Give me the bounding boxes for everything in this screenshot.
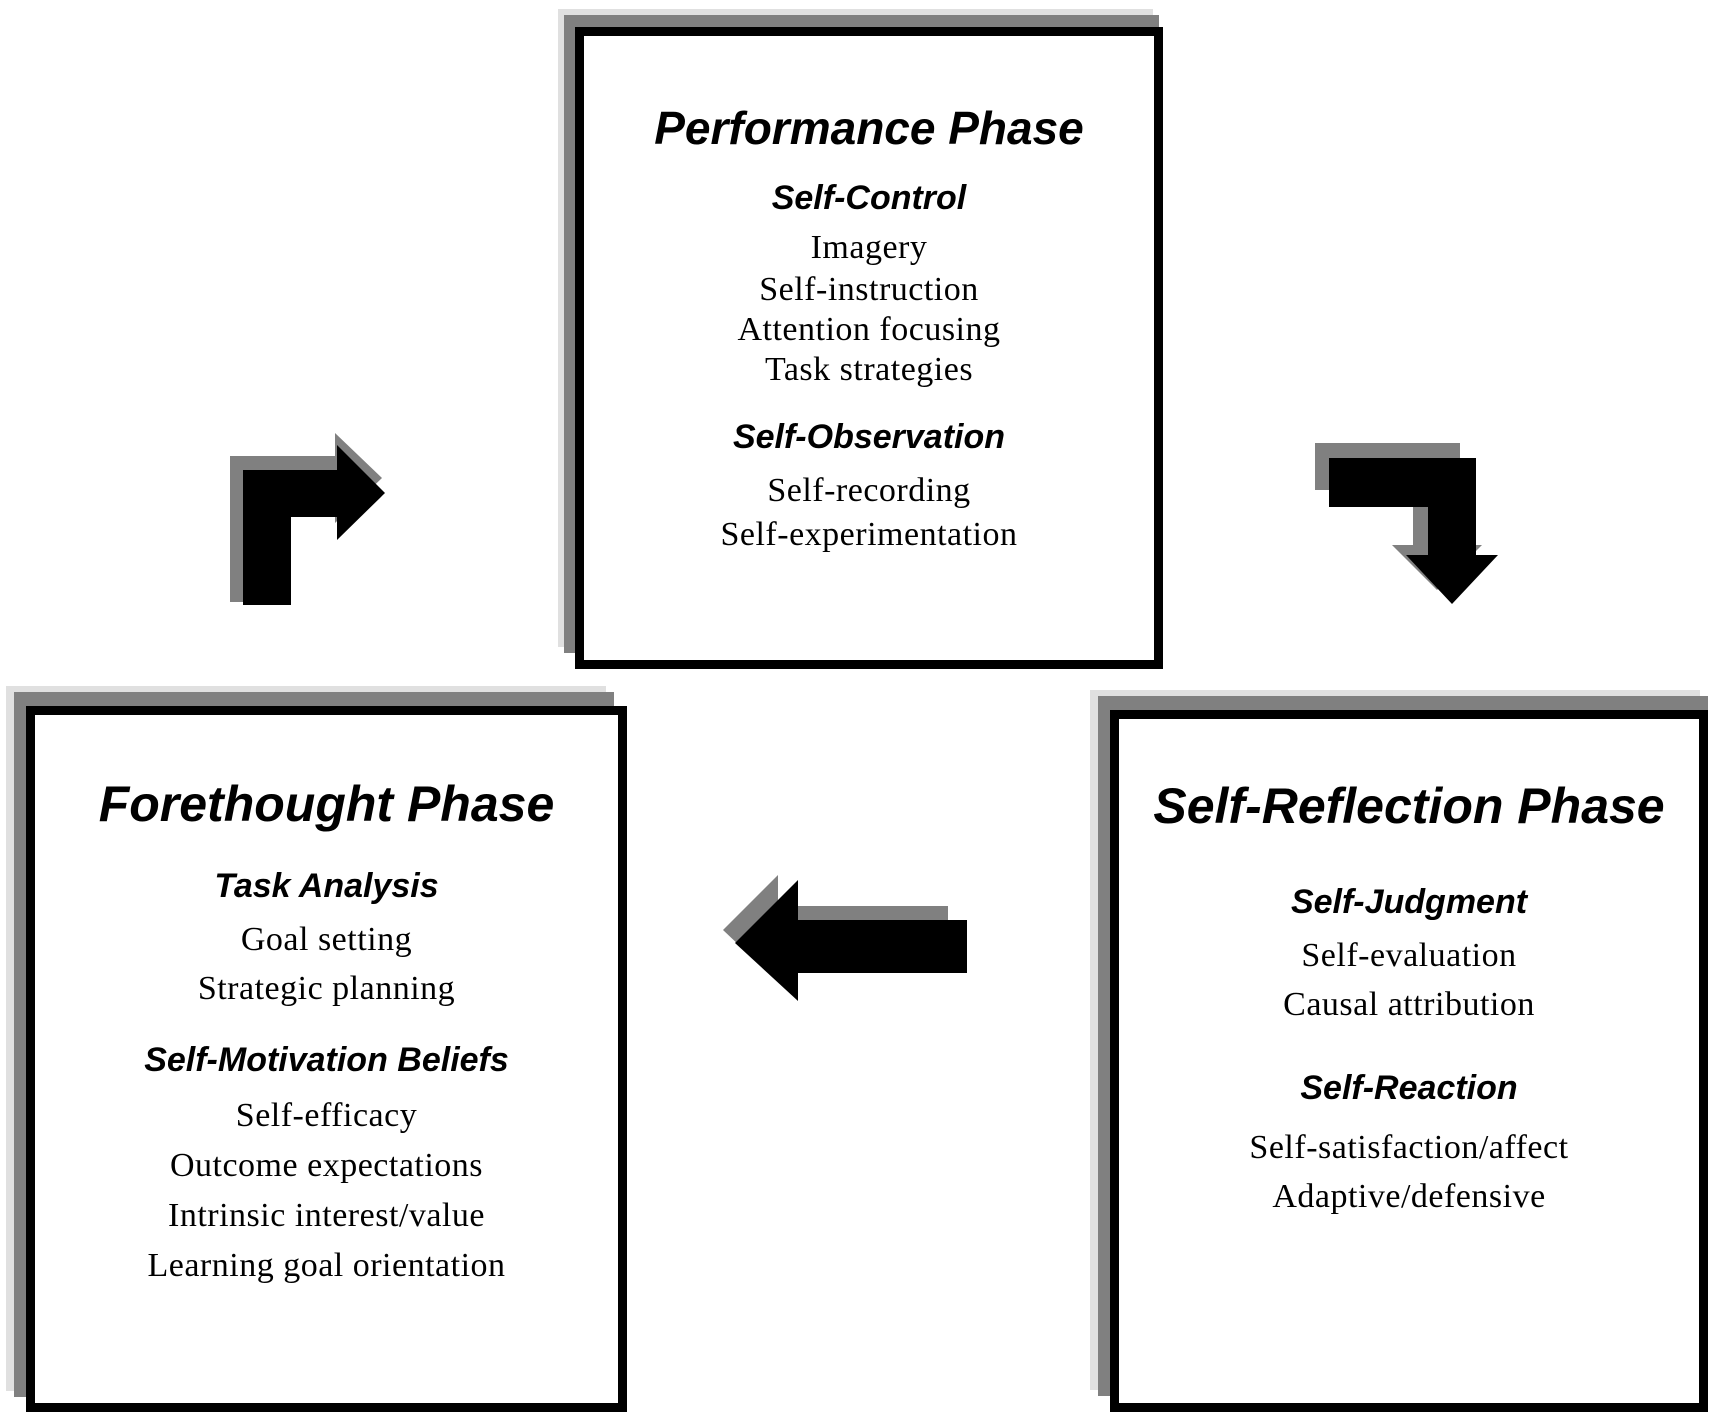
arrow-left-icon bbox=[723, 875, 967, 1001]
list-item: Self-instruction bbox=[759, 271, 979, 308]
reflection-title: Self-Reflection Phase bbox=[1153, 778, 1665, 834]
forethought-section-task-analysis: Task Analysis Goal setting Strategic pla… bbox=[35, 867, 618, 1011]
list-item: Strategic planning bbox=[197, 970, 456, 1007]
arrow-left-body bbox=[735, 880, 967, 1001]
list-item: Intrinsic interest/value bbox=[168, 1197, 485, 1234]
list-item: Self-evaluation bbox=[1301, 937, 1517, 974]
self-motivation-heading: Self-Motivation Beliefs bbox=[144, 1041, 509, 1079]
list-item: Causal attribution bbox=[1283, 986, 1535, 1023]
arrow-up-right-body bbox=[243, 445, 385, 605]
list-item: Imagery bbox=[810, 229, 928, 266]
performance-phase: Performance Phase Self-Control Imagery S… bbox=[558, 9, 1163, 669]
arrow-right-down-body bbox=[1329, 458, 1498, 604]
forethought-phase: Forethought Phase Task Analysis Goal set… bbox=[6, 686, 627, 1412]
forethought-section-self-motivation: Self-Motivation Beliefs Self-efficacy Ou… bbox=[35, 1041, 618, 1288]
performance-section-self-observation: Self-Observation Self-recording Self-exp… bbox=[584, 418, 1154, 557]
reflection-box: Self-Reflection Phase Self-Judgment Self… bbox=[1110, 710, 1708, 1412]
arrow-up-right-icon bbox=[230, 433, 385, 605]
performance-section-self-control: Self-Control Imagery Self-instruction At… bbox=[584, 179, 1154, 392]
reflection-section-self-reaction: Self-Reaction Self-satisfaction/affect A… bbox=[1119, 1069, 1699, 1219]
list-item: Learning goal orientation bbox=[147, 1247, 506, 1284]
task-analysis-heading: Task Analysis bbox=[214, 867, 439, 905]
list-item: Goal setting bbox=[240, 921, 413, 958]
self-reaction-heading: Self-Reaction bbox=[1300, 1069, 1518, 1107]
list-item: Task strategies bbox=[764, 351, 974, 388]
list-item: Self-experimentation bbox=[720, 516, 1018, 553]
list-item: Outcome expectations bbox=[169, 1147, 484, 1184]
reflection-section-self-judgment: Self-Judgment Self-evaluation Causal att… bbox=[1119, 883, 1699, 1027]
forethought-box: Forethought Phase Task Analysis Goal set… bbox=[26, 706, 627, 1412]
self-observation-heading: Self-Observation bbox=[732, 418, 1006, 456]
reflection-phase: Self-Reflection Phase Self-Judgment Self… bbox=[1090, 690, 1708, 1412]
forethought-title: Forethought Phase bbox=[98, 776, 555, 832]
self-judgment-heading: Self-Judgment bbox=[1290, 883, 1528, 921]
self-control-heading: Self-Control bbox=[771, 179, 967, 217]
list-item: Attention focusing bbox=[737, 311, 1001, 348]
arrow-right-down-icon bbox=[1315, 443, 1498, 604]
list-item: Self-satisfaction/affect bbox=[1249, 1129, 1569, 1166]
performance-title: Performance Phase bbox=[654, 102, 1084, 154]
list-item: Adaptive/defensive bbox=[1272, 1178, 1546, 1215]
list-item: Self-recording bbox=[767, 472, 971, 509]
list-item: Self-efficacy bbox=[235, 1097, 418, 1134]
performance-box: Performance Phase Self-Control Imagery S… bbox=[575, 27, 1163, 669]
